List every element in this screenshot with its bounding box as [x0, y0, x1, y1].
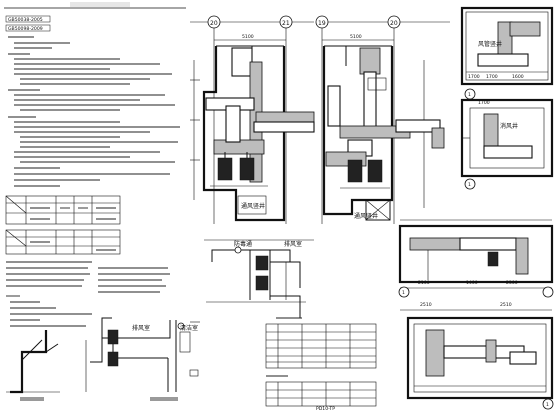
detail-3-dim-a: 2100: [418, 280, 430, 286]
detail-1-dim-a: 1700: [468, 74, 480, 80]
schematic-a-title2: 排风室: [284, 240, 302, 248]
fan-unit-b1: [347, 159, 363, 183]
detail-4-dim-b: 2510: [500, 302, 512, 308]
equipment-table-1: [5, 195, 121, 225]
sketch-caption-bar: [20, 397, 44, 401]
detail-4-bubble: [542, 398, 554, 410]
detail-2-bubble: [464, 178, 476, 190]
detail-4-axis: 1: [546, 402, 549, 408]
standard-box-1: [5, 15, 51, 23]
detail-3-bubble-right: [542, 286, 554, 298]
sheet-caption: PD10-TP: [316, 406, 335, 412]
filter-unit-1: [107, 329, 119, 345]
detail-plan-3: 2100 1400 2300 1: [398, 219, 554, 298]
notes-text-lines: [8, 36, 180, 187]
equipment-table-2: [5, 229, 121, 255]
detail-3-dim-c: 2300: [506, 280, 518, 286]
plan-b: 19 20 5100 通风竖井: [315, 15, 450, 224]
plan-b-shaft-label: 通风竖井: [354, 212, 378, 220]
schematic-b-title2: 清洁室: [180, 324, 198, 332]
detail-plan-4: 2510 2510 1: [400, 302, 554, 410]
filter-unit-2: [107, 351, 119, 367]
detail-1-dim-b: 1700: [486, 74, 498, 80]
axis-label-19: 19: [318, 20, 326, 27]
notes-title-block: [70, 2, 130, 7]
schematic-b-title: 排风室: [132, 324, 150, 332]
axis-label-20: 20: [210, 20, 218, 27]
standard-code-2: GB50098-2009: [8, 26, 43, 32]
schematic-a-title: 防毒通: [234, 240, 252, 248]
detail-2-room-label: 消风井: [500, 122, 518, 130]
ventilation-schematic-middle: 防毒通 排风室: [204, 239, 314, 318]
schematic-caption-bar: [150, 397, 178, 401]
dimension-plan-b: 5100: [350, 34, 362, 40]
detail-2-dim: 1700: [478, 100, 490, 106]
ventilation-schematic-bottom: 排风室 清洁室: [85, 317, 200, 401]
filter-unit-3: [255, 255, 269, 271]
detail-3-fan: [487, 251, 499, 267]
dimension-plan-a: 5100: [242, 34, 254, 40]
fan-unit-b2: [367, 159, 383, 183]
stair-box: [365, 199, 391, 221]
axis-label-20b: 20: [390, 20, 398, 27]
detail-plan-1: 风管竖井 1700 1700 1600 1: [460, 6, 554, 100]
detail-plan-2: 消风井 1700 1: [460, 98, 554, 190]
isometric-sketch: [6, 330, 60, 401]
plan-a-shaft-label: 通风竖井: [241, 202, 265, 210]
detail-4-dim-a: 2510: [420, 302, 432, 308]
detail-1-axis: 1: [468, 92, 471, 98]
design-notes-panel: GB50038-2005 GB50098-2009: [4, 2, 186, 327]
detail-1-room-label: 风管竖井: [478, 40, 502, 48]
plan-a: 20 21 5100 通风竖井: [190, 15, 315, 224]
filter-unit-4: [255, 275, 269, 291]
detail-3-axis: 1: [402, 290, 405, 296]
detail-1-dim-c: 1600: [512, 74, 524, 80]
detail-3-bubble: [398, 286, 410, 298]
valve-icon: [177, 322, 185, 330]
fan-unit-a1: [217, 157, 233, 181]
fan-unit-a2: [239, 157, 255, 181]
axis-label-21: 21: [282, 20, 290, 27]
detail-2-axis: 1: [468, 182, 471, 188]
legend-table: PD10-TP: [265, 317, 377, 412]
equipment-list-lines: [6, 261, 170, 327]
standard-box-2: [5, 24, 51, 32]
detail-3-dim-b: 1400: [466, 280, 478, 286]
standard-code-1: GB50038-2005: [8, 17, 43, 23]
